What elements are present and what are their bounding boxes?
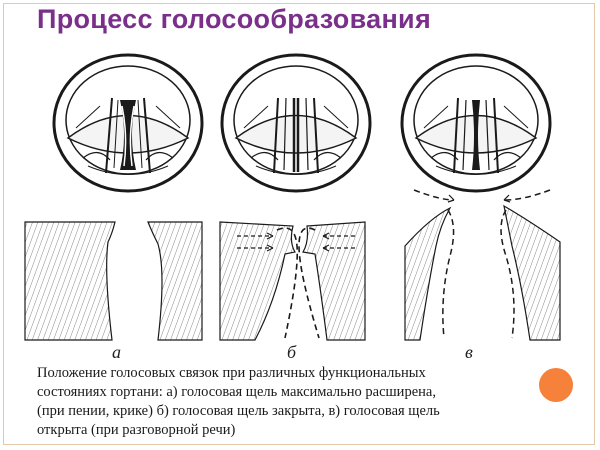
caption-line-2: состояниях гортани: а) голосовая щель ма… bbox=[37, 384, 436, 400]
figure-caption: Положение голосовых связок при различных… bbox=[37, 364, 577, 440]
panel-label-c: в bbox=[465, 342, 473, 362]
caption-line-3: (при пении, крике) б) голосовая щель зак… bbox=[37, 403, 440, 419]
larynx-section-a bbox=[20, 212, 205, 344]
larynx-top-view-c bbox=[396, 48, 556, 198]
larynx-top-view-a bbox=[48, 48, 208, 198]
larynx-section-c bbox=[400, 186, 570, 344]
panel-label-b: б bbox=[287, 342, 297, 362]
slide-title: Процесс голосообразования bbox=[37, 4, 432, 34]
larynx-top-view-b bbox=[216, 48, 376, 198]
caption-line-4: открыта (при разговорной речи) bbox=[37, 422, 236, 438]
panel-label-a: а bbox=[112, 342, 121, 362]
slide-border bbox=[3, 3, 595, 445]
accent-dot bbox=[539, 368, 573, 402]
caption-line-1: Положение голосовых связок при различных… bbox=[37, 365, 426, 381]
larynx-section-b bbox=[215, 212, 375, 344]
